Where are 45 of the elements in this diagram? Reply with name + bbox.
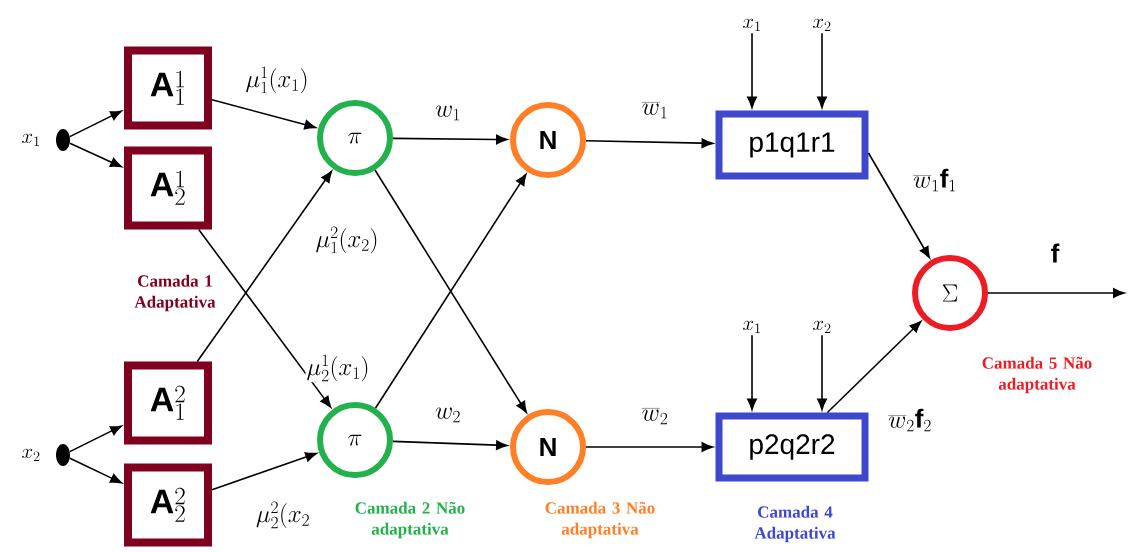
arrow bbox=[747, 32, 757, 109]
arrow bbox=[69, 425, 122, 453]
membership-box: $\mathbf{A}^{2}_{1}$ bbox=[124, 361, 212, 445]
edge-label: $\mu_2^2(x_2$ bbox=[254, 500, 312, 530]
arrow bbox=[211, 452, 317, 491]
arrow bbox=[197, 228, 332, 408]
membership-box: $\mathbf{A}^{1}_{2}$ bbox=[124, 146, 212, 230]
edge-label: $w_2$ bbox=[434, 406, 462, 424]
edge-label: $\mu_1^1(x_1)$ bbox=[244, 65, 310, 95]
edge-label: $\mu_1^2(x_2)$ bbox=[314, 225, 380, 255]
layer-label: Camada 5 Não adaptativa bbox=[982, 356, 1092, 394]
arrow bbox=[196, 170, 333, 363]
arrow bbox=[585, 442, 714, 452]
input-label: $x_2$ bbox=[813, 18, 831, 31]
input-label: $x_1$ bbox=[743, 18, 760, 31]
edge-label: $\overline{w}_2\mathbf{f}_2$ bbox=[887, 407, 933, 433]
layer-label: Camada 3 Não adaptativa bbox=[545, 501, 655, 539]
arrow bbox=[69, 142, 122, 168]
edge-label: $\mathbf{f}$ bbox=[1049, 242, 1061, 264]
arrow bbox=[392, 134, 508, 145]
arrow bbox=[585, 138, 714, 149]
arrow bbox=[987, 288, 1125, 298]
edge-label: $w_1$ bbox=[434, 104, 462, 122]
layer-label: Camada 4 Adaptativa bbox=[754, 505, 836, 543]
input-label: $x_2$ bbox=[813, 320, 831, 333]
edge-label: $\mu_2^1(x_1)$ bbox=[305, 353, 371, 383]
arrow bbox=[817, 334, 827, 411]
membership-box: $\mathbf{A}^{1}_{1}$ bbox=[124, 46, 212, 130]
arrow bbox=[826, 320, 922, 414]
edge-label: $\overline{w}_2$ bbox=[640, 406, 670, 426]
arrow bbox=[69, 457, 122, 484]
arrow bbox=[867, 152, 931, 259]
arrow bbox=[392, 440, 508, 451]
edge-label: $\overline{w}_1\mathbf{f}_1$ bbox=[912, 167, 958, 193]
arrow bbox=[747, 334, 757, 411]
input-label: $x_1$ bbox=[743, 320, 760, 333]
arrow bbox=[69, 110, 122, 138]
input-label: $x_2$ bbox=[22, 448, 40, 462]
layer-label: Camada 2 Não adaptativa bbox=[355, 501, 465, 539]
layer-label: Camada 1 Adaptativa bbox=[134, 274, 216, 312]
edge-label: $\overline{w}_1$ bbox=[640, 100, 670, 120]
arrow bbox=[211, 98, 317, 130]
arrow bbox=[817, 32, 827, 109]
input-label: $x_1$ bbox=[22, 133, 39, 146]
membership-box: $\mathbf{A}^{2}_{2}$ bbox=[124, 463, 212, 547]
